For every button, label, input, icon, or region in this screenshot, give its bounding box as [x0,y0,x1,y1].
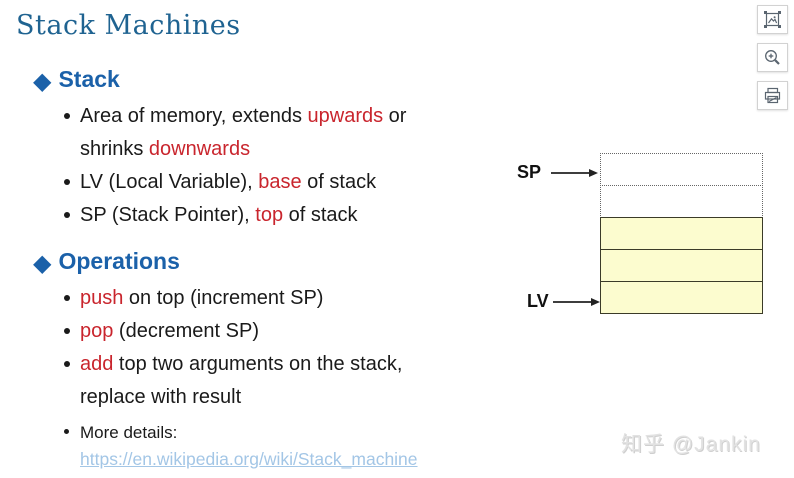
page-title: Stack Machines [16,10,241,41]
bullet-text: of stack [301,171,377,193]
bullet-text: More details: [80,423,178,442]
bullet-dot-icon [64,328,70,334]
stack-diagram [600,153,763,314]
bullet-text-red: base [258,171,302,193]
diamond-bullet-icon: ◆ [33,249,52,277]
bullet-area-of-memory: Area of memory, extends upwards or shrink… [16,100,502,166]
bullet-text-red: add [80,353,114,375]
lv-pointer-label: LV [527,291,549,311]
zoom-in-icon [763,48,782,67]
bullet-dot-icon [64,295,70,301]
bullet-text: shrinks [80,138,149,160]
section-heading-operations: ◆Operations [16,242,502,282]
bullet-dot-icon [64,429,69,434]
bullet-text: of stack [283,204,358,226]
bullet-text: (decrement SP) [113,320,259,342]
bullet-more-details: More details: https://en.wikipedia.org/w… [16,420,502,472]
bullet-dot-icon [64,212,70,218]
zhihu-watermark: 知乎 @Jankin [621,433,761,456]
bullet-add: add top two arguments on the stack, repla… [16,348,502,414]
wikipedia-link[interactable]: https://en.wikipedia.org/wiki/Stack_mach… [80,449,418,469]
diamond-bullet-icon: ◆ [33,67,52,95]
stack-cell-free [600,185,763,218]
bullet-dot-icon [64,361,70,367]
bullet-text-red: upwards [307,105,384,127]
sp-pointer-label: SP [517,162,542,182]
bullet-text-red: push [80,287,124,309]
bullet-dot-icon [64,179,70,185]
sp-arrow-icon [551,169,598,177]
bullet-dot-icon [64,113,70,119]
zoom-in-button[interactable] [757,43,788,72]
bullet-text: or [383,105,407,127]
lv-arrow-icon [553,298,600,306]
bullet-text: replace with result [80,386,242,408]
section-heading-label: Stack [58,66,120,92]
bullet-pop: pop (decrement SP) [16,315,502,348]
bullet-sp: SP (Stack Pointer), top of stack [16,199,502,232]
section-heading-stack: ◆Stack [16,60,502,100]
stack-cell-filled [600,281,763,314]
stack-cell-free [600,153,763,186]
print-button[interactable] [757,81,788,110]
bullet-text: Area of memory, extends [80,105,308,127]
bullet-text-red: downwards [148,138,251,160]
bullet-text-red: pop [80,320,114,342]
bullet-text: on top (increment SP) [123,287,324,309]
section-heading-label: Operations [58,248,180,274]
bullet-lv: LV (Local Variable), base of stack [16,166,502,199]
printer-icon [763,86,782,105]
stack-cell-filled [600,217,763,250]
bullet-text: SP (Stack Pointer), [80,204,256,226]
bullet-push: push on top (increment SP) [16,282,502,315]
slide-body: ◆Stack Area of memory, extends upwards o… [16,60,502,472]
stack-cell-filled [600,249,763,282]
view-image-button[interactable] [757,5,788,34]
bullet-text-red: top [255,204,284,226]
image-select-icon [763,10,782,29]
bullet-text: top two arguments on the stack, [113,353,403,375]
bullet-text: LV (Local Variable), [80,171,259,193]
